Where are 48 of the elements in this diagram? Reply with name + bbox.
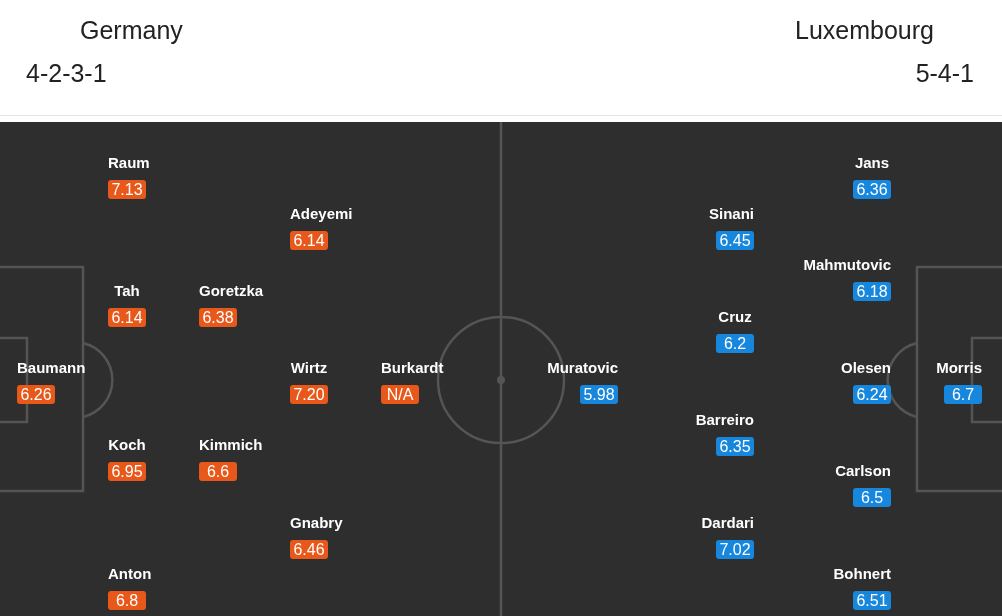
rating-badge: 6.24	[853, 385, 891, 404]
rating-badge: 6.45	[716, 231, 754, 250]
player-name: Bohnert	[833, 565, 891, 583]
rating-badge: 6.46	[290, 540, 328, 559]
player-name: Koch	[108, 436, 146, 454]
rating-badge: 6.5	[853, 488, 891, 507]
rating-badge: N/A	[381, 385, 419, 404]
team-name: Luxembourg	[795, 15, 934, 45]
player-name: Olesen	[840, 359, 891, 377]
rating-badge: 6.38	[199, 308, 237, 327]
player-name: Wirtz	[290, 359, 328, 377]
rating-badge: 7.02	[716, 540, 754, 559]
player-name: Sinani	[709, 205, 754, 223]
rating-badge: 7.20	[290, 385, 328, 404]
formation-label: 5-4-1	[915, 58, 974, 88]
rating-badge: 5.98	[580, 385, 618, 404]
rating-badge: 6.7	[944, 385, 982, 404]
player-name: Mahmutovic	[803, 256, 891, 274]
player-name: Jans	[854, 154, 890, 172]
player-name: Baumann	[17, 359, 86, 377]
team-name: Germany	[80, 15, 183, 45]
player-name: Goretzka	[199, 282, 264, 300]
rating-badge: 6.14	[290, 231, 328, 250]
player-name: Burkardt	[381, 359, 444, 377]
rating-badge: 6.35	[716, 437, 754, 456]
rating-badge: 6.36	[853, 180, 891, 199]
rating-badge: 6.18	[853, 282, 891, 301]
rating-badge: 6.2	[716, 334, 754, 353]
player-name: Adeyemi	[290, 205, 353, 223]
formation-label: 4-2-3-1	[26, 58, 107, 88]
rating-badge: 7.13	[108, 180, 146, 199]
rating-badge: 6.6	[199, 462, 237, 481]
player-name: Tah	[114, 282, 140, 300]
rating-badge: 6.14	[108, 308, 146, 327]
player-name: Cruz	[718, 308, 752, 326]
rating-badge: 6.95	[108, 462, 146, 481]
player-name: Anton	[108, 565, 152, 583]
rating-badge: 6.26	[17, 385, 55, 404]
player-name: Kimmich	[199, 436, 263, 454]
rating-badge: 6.51	[853, 591, 891, 610]
player-name: Barreiro	[695, 411, 754, 429]
player-name: Raum	[108, 154, 150, 172]
player-name: Dardari	[701, 514, 754, 532]
player-name: Morris	[936, 359, 982, 377]
player-name: Gnabry	[290, 514, 343, 532]
player-name: Carlson	[835, 462, 891, 480]
player-name: Muratovic	[547, 359, 618, 377]
rating-badge: 6.8	[108, 591, 146, 610]
